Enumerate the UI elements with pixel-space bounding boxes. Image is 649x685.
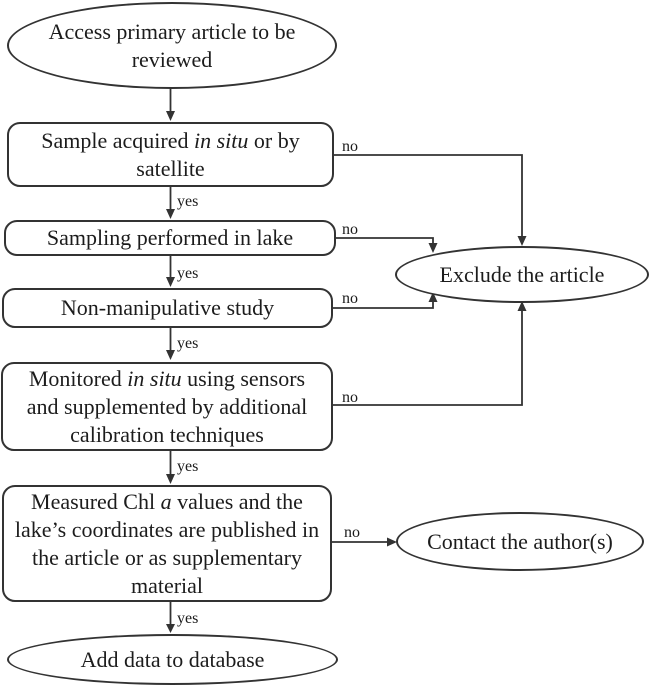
arrow-step4-to-exclude (333, 301, 527, 406)
contact-authors-label: Contact the author(s) (427, 528, 613, 554)
add-data-ellipse: Add data to database (7, 634, 338, 685)
arrow-step3-to-exclude (333, 292, 438, 309)
edge-label-no-step4: no (342, 389, 358, 406)
edge-label-yes-step4: yes (177, 458, 199, 475)
arrow-step5-to-contact (332, 537, 397, 547)
step-measured-label: Measured Chl a values and the lake’s coo… (14, 488, 320, 598)
step-sampling-lake-box: Sampling performed in lake (4, 220, 336, 256)
arrow-step5-to-end (166, 602, 175, 633)
edge-label-no-step3: no (342, 290, 358, 307)
step-monitored-label: Monitored in situ using sensors and supp… (26, 365, 308, 447)
edge-label-no-step5: no (344, 524, 360, 541)
edge-label-yes-step3: yes (177, 335, 199, 352)
edge-label-no-step2: no (342, 221, 358, 238)
arrow-step2-to-exclude (336, 237, 438, 253)
start-ellipse: Access primary article to be reviewed (7, 2, 337, 89)
step-non-manipulative-label: Non-manipulative study (60, 295, 275, 320)
contact-authors-ellipse: Contact the author(s) (396, 512, 644, 571)
edge-label-no-step1: no (342, 138, 358, 155)
step-sample-acquired-box: Sample acquired in situ or by satellite (7, 122, 334, 187)
edge-label-yes-step2: yes (177, 265, 199, 282)
edge-label-yes-step1: yes (177, 193, 199, 210)
arrow-step2-to-step3 (166, 256, 175, 287)
exclude-article-label: Exclude the article (439, 261, 605, 287)
arrow-step3-to-step4 (166, 328, 175, 360)
step-sample-acquired-label: Sample acquired in situ or by satellite (41, 127, 300, 181)
edge-label-yes-step5: yes (177, 610, 199, 627)
arrow-step4-to-step5 (166, 451, 175, 484)
step-monitored-box: Monitored in situ using sensors and supp… (1, 362, 333, 451)
step-non-manipulative-box: Non-manipulative study (2, 288, 333, 328)
start-label: Access primary article to be reviewed (48, 18, 296, 72)
arrow-step1-to-step2 (166, 187, 175, 219)
arrow-start-to-step1 (166, 88, 175, 121)
add-data-label: Add data to database (80, 646, 265, 672)
step-measured-box: Measured Chl a values and the lake’s coo… (2, 485, 332, 602)
arrow-step1-to-exclude (334, 154, 527, 246)
step-sampling-lake-label: Sampling performed in lake (46, 225, 294, 250)
exclude-article-ellipse: Exclude the article (395, 246, 649, 303)
